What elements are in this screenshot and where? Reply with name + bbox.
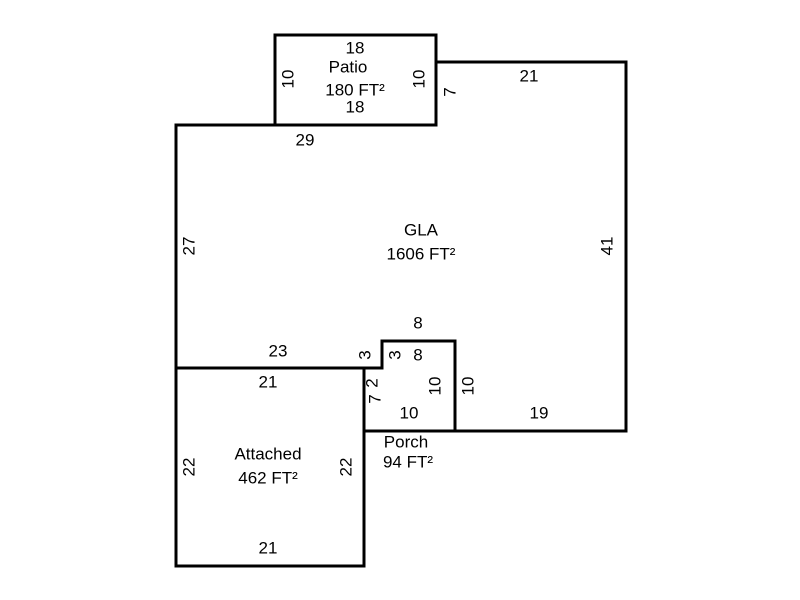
attached-dim-top: 21 [259,372,278,391]
porch-area: 94 FT² [383,452,433,471]
gla-dim-7: 7 [440,87,459,96]
porch-dim-8: 8 [413,345,422,364]
patio-dim-left: 10 [278,70,297,89]
porch-label: Porch [384,432,428,451]
attached-outline [174,368,366,568]
gla-dim-41: 41 [597,237,616,256]
attached-area: 462 FT² [238,468,298,487]
gla-dim-19: 19 [530,403,549,422]
patio-area: 180 FT² [325,80,385,99]
patio-dim-bottom: 18 [346,97,365,116]
gla-dim-8: 8 [413,313,422,332]
gla-area: 1606 FT² [387,244,456,263]
gla-dim-29: 29 [296,130,315,149]
attached-dim-right: 22 [336,458,355,477]
patio-label: Patio [329,57,368,76]
porch-dim-2: 2 [362,378,381,387]
porch-dim-7: 7 [365,394,384,403]
attached-dim-bottom: 21 [259,538,278,557]
gla-label: GLA [404,220,439,239]
patio-outline [273,33,438,127]
gla-dim-23: 23 [269,341,288,360]
porch-dim-10-right: 10 [425,377,444,396]
patio-dim-top: 18 [346,38,365,57]
porch-dim-10-bottom: 10 [400,403,419,422]
gla-outline [174,60,628,433]
attached-dim-left: 22 [179,458,198,477]
gla-dim-3: 3 [355,350,374,359]
patio-dim-right: 10 [409,70,428,89]
gla-dim-10: 10 [458,377,477,396]
porch-dim-3: 3 [385,350,404,359]
gla-dim-27: 27 [179,237,198,256]
attached-label: Attached [234,444,301,463]
gla-dim-21: 21 [520,66,539,85]
